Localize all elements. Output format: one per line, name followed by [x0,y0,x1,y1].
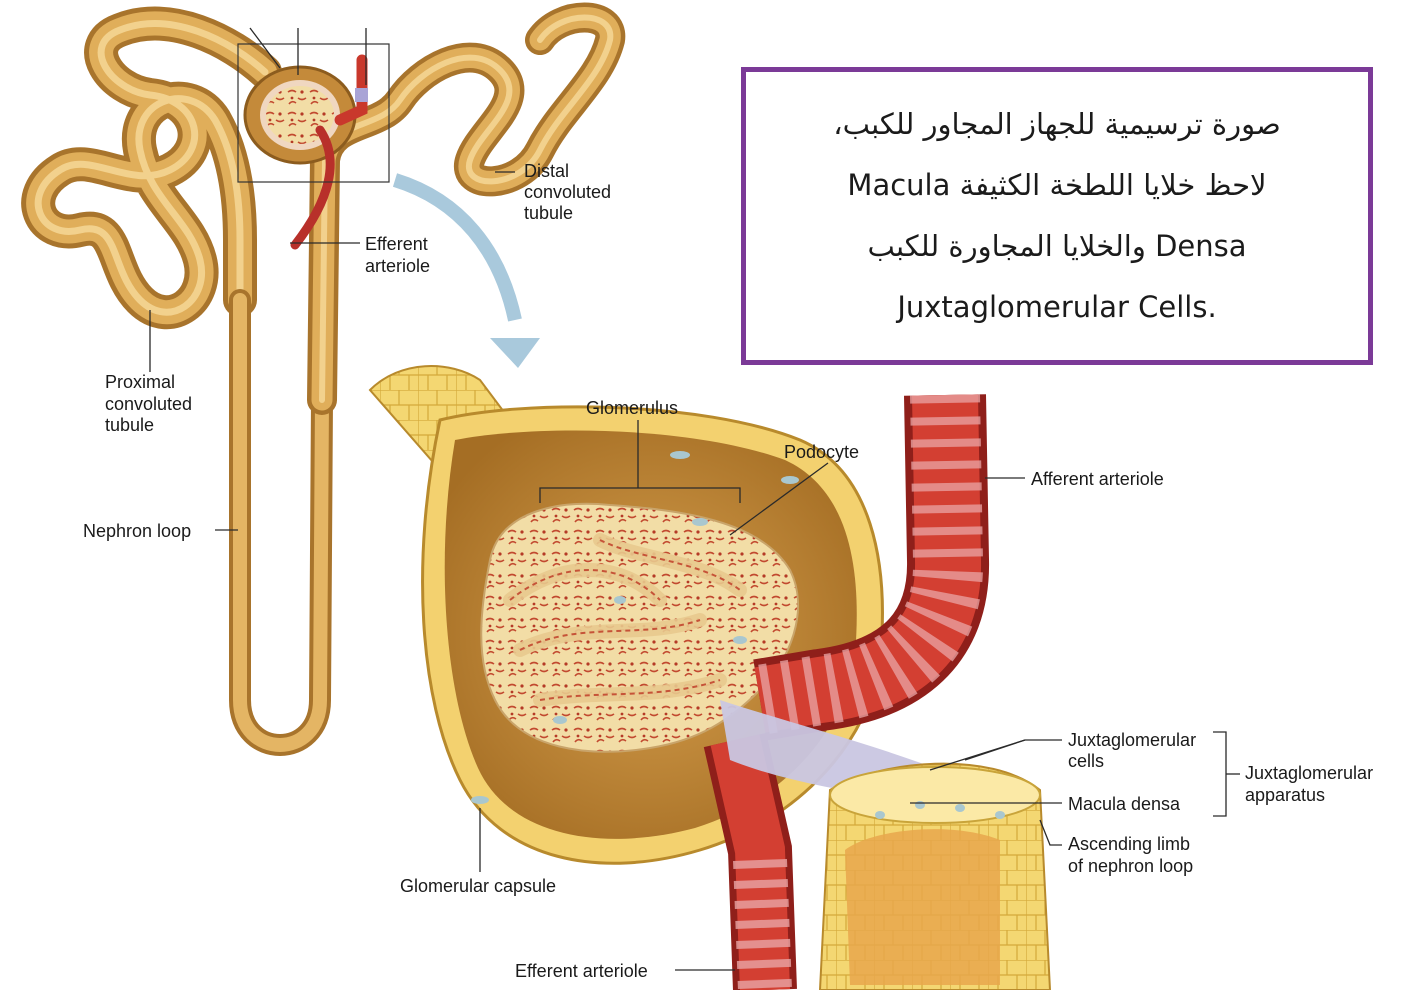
label-podocyte: Podocyte [784,442,859,462]
label-distal-tubule: Distal convoluted tubule [524,161,616,223]
label-glomerular-capsule: Glomerular capsule [400,876,556,896]
caption-line-3: Densa والخلايا المجاورة للكبب [867,216,1246,277]
label-juxtaglomerular-apparatus: Juxtaglomerular apparatus [1245,763,1378,805]
label-nephron-loop: Nephron loop [83,521,191,541]
label-glomerulus: Glomerulus [586,398,678,418]
label-efferent-arteriole-top: Efferent arteriole [365,234,433,276]
label-efferent-arteriole-bottom: Efferent arteriole [515,961,648,981]
caption-line-4: .Juxtaglomerular Cells [897,277,1216,338]
label-afferent-arteriole: Afferent arteriole [1031,469,1164,489]
caption-line-2: لاحظ خلايا اللطخة الكثيفة Macula [847,155,1266,216]
caption-box: صورة ترسيمية للجهاز المجاور للكبب، لاحظ … [741,67,1373,365]
caption-line-1: صورة ترسيمية للجهاز المجاور للكبب، [833,94,1281,155]
efferent-arteriole-bottom [735,740,765,990]
zoom-arrow-head [490,338,540,368]
ascending-limb [820,764,1050,990]
label-ascending-limb: Ascending limb of nephron loop [1068,834,1195,876]
enlarged-corpuscle [370,366,882,863]
label-proximal-tubule: Proximal convoluted tubule [105,372,197,435]
label-juxtaglomerular-cells: Juxtaglomerular cells [1068,730,1201,771]
label-macula-densa: Macula densa [1068,794,1181,814]
